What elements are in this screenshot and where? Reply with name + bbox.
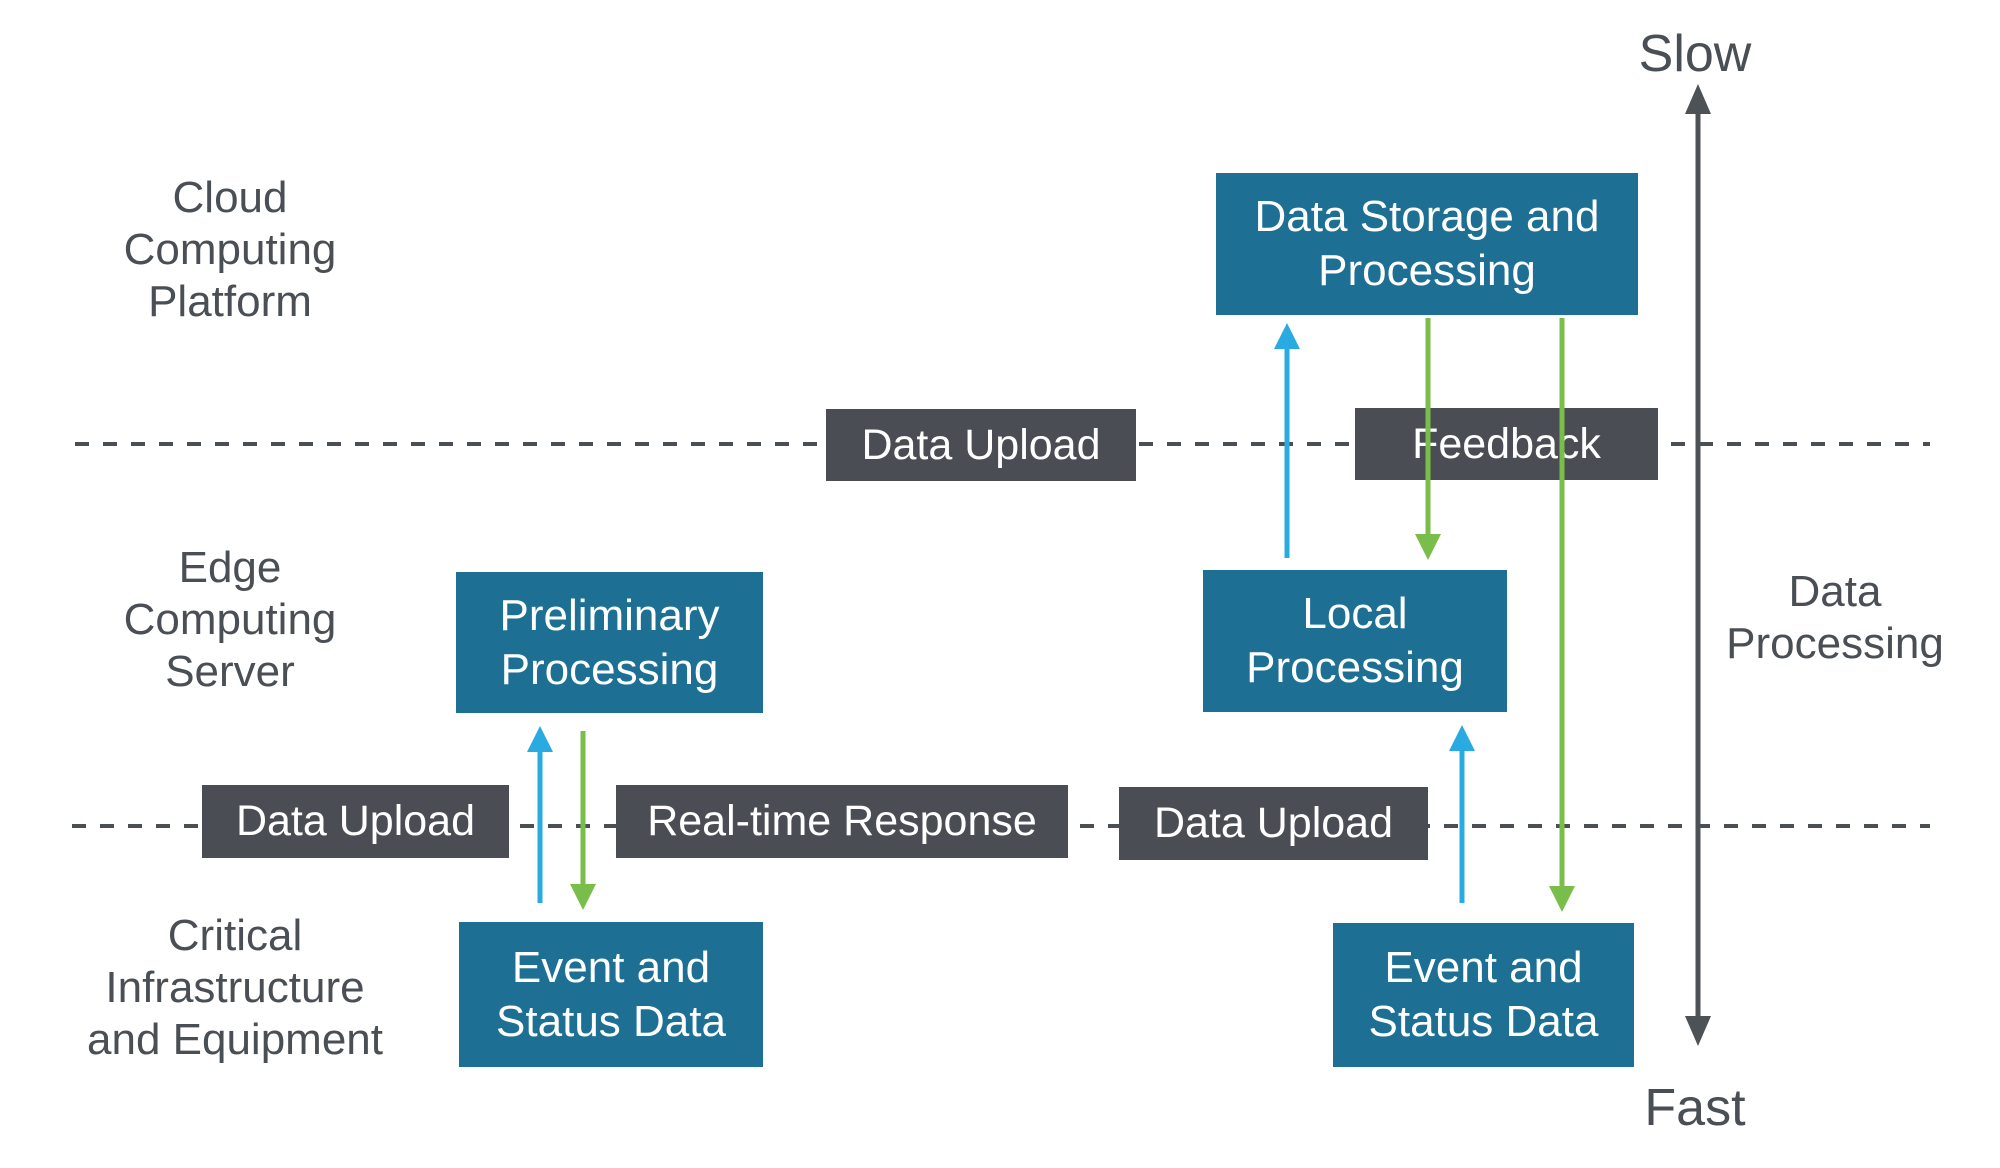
flow-label-data-upload-bottom-right: Data Upload — [1119, 787, 1428, 860]
layer-label-infrastructure: Critical Infrastructure and Equipment — [87, 911, 383, 1064]
box-event-status-data-left: Event and Status Data — [459, 922, 763, 1067]
upload-arrow-right — [1449, 725, 1475, 903]
box-event-status-data-right: Event and Status Data — [1333, 923, 1634, 1067]
upload-arrow-left — [527, 726, 553, 903]
flow-label-realtime-response: Real-time Response — [616, 785, 1068, 858]
axis-label-slow: Slow — [1638, 25, 1752, 83]
flow-label-data-upload-bottom-left: Data Upload — [202, 785, 509, 858]
layer-label-edge: Edge Computing Server — [123, 543, 337, 696]
flow-label-data-upload-top: Data Upload — [826, 409, 1136, 481]
axis-label-data-processing: Data Processing — [1726, 567, 1944, 668]
box-local-processing: Local Processing — [1203, 570, 1507, 712]
upload-arrow-middle — [1274, 323, 1300, 558]
box-data-storage-processing: Data Storage and Processing — [1216, 173, 1638, 315]
flow-label-feedback: Feedback — [1355, 408, 1658, 480]
data-processing-axis-arrow — [1685, 84, 1711, 1046]
box-preliminary-processing: Preliminary Processing — [456, 572, 763, 713]
axis-label-fast: Fast — [1644, 1079, 1746, 1137]
response-arrow-left — [570, 731, 596, 910]
layer-label-cloud: Cloud Computing Platform — [123, 173, 337, 326]
